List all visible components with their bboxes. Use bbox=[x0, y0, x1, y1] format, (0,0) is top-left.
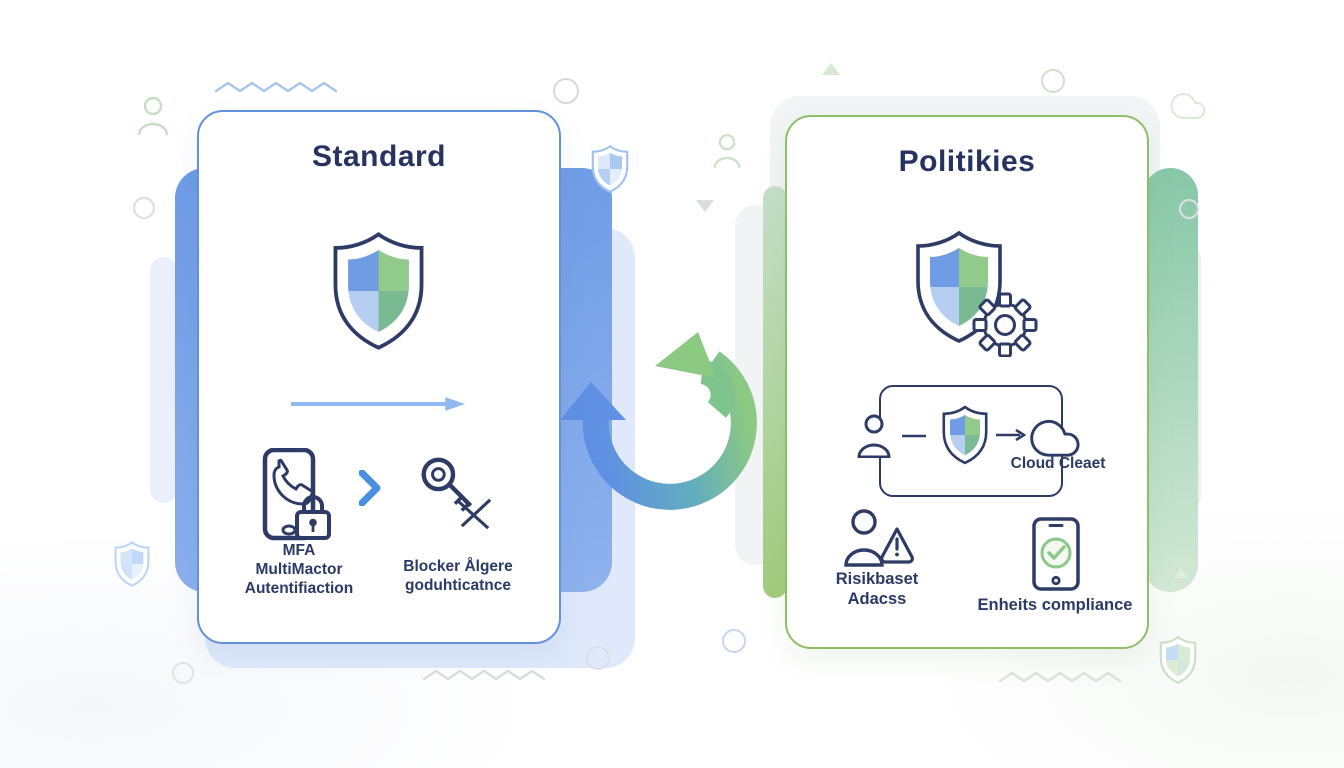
tablet-check-icon bbox=[1032, 517, 1080, 591]
shield-icon bbox=[591, 145, 629, 193]
mfa-label: MFA MultiMactor Autentifiaction bbox=[244, 542, 354, 597]
risk-label: Risikbaset Adacss bbox=[835, 570, 919, 609]
compliance-label: Enheits compliance bbox=[977, 596, 1133, 614]
triangle-up-icon bbox=[822, 63, 840, 75]
right-arrow-icon bbox=[290, 397, 466, 411]
cloud-icon bbox=[1030, 420, 1080, 457]
backing-blue-pale bbox=[150, 257, 177, 503]
circle-icon bbox=[172, 662, 194, 684]
standard-card: Standard bbox=[197, 110, 561, 644]
triangle-up-icon bbox=[1174, 568, 1188, 578]
backing-green bbox=[763, 186, 787, 598]
shield-quadrant-icon bbox=[942, 405, 988, 465]
key-blocked-icon bbox=[421, 457, 492, 530]
user-warning-icon bbox=[844, 509, 914, 567]
circle-icon bbox=[553, 78, 579, 104]
circle-icon bbox=[586, 646, 610, 670]
backing-green bbox=[1143, 168, 1198, 592]
phone-mfa-lock-icon bbox=[262, 448, 331, 541]
triangle-down-icon bbox=[696, 200, 714, 212]
flow-arrow-icon bbox=[996, 429, 1026, 441]
blocker-label: Blocker Ålgere goduhticatnce bbox=[403, 558, 513, 594]
card-title: Standard bbox=[311, 140, 447, 173]
chevron-right-icon bbox=[359, 470, 381, 506]
policies-card: Politikies bbox=[785, 115, 1149, 649]
zigzag-line-icon bbox=[998, 671, 1122, 683]
cloud-icon bbox=[1170, 93, 1206, 119]
zigzag-line-icon bbox=[422, 669, 546, 681]
cloud-label: Cloud Cleaet bbox=[1010, 455, 1106, 472]
shield-quadrant-icon bbox=[333, 231, 424, 350]
shield-gear-icon bbox=[916, 230, 1038, 357]
gear-icon bbox=[972, 292, 1038, 357]
user-icon bbox=[713, 133, 741, 168]
cycle-arrows-icon bbox=[560, 332, 757, 510]
circle-icon bbox=[133, 197, 155, 219]
card-title: Politikies bbox=[898, 145, 1036, 178]
circle-icon bbox=[1041, 69, 1065, 93]
shield-icon bbox=[114, 541, 150, 587]
circle-icon bbox=[722, 629, 746, 653]
user-icon bbox=[137, 96, 169, 136]
zigzag-line-icon bbox=[214, 81, 338, 93]
shield-icon bbox=[1159, 636, 1197, 684]
user-icon bbox=[857, 414, 891, 458]
flow-dash bbox=[902, 434, 926, 438]
circle-icon bbox=[1179, 199, 1199, 219]
